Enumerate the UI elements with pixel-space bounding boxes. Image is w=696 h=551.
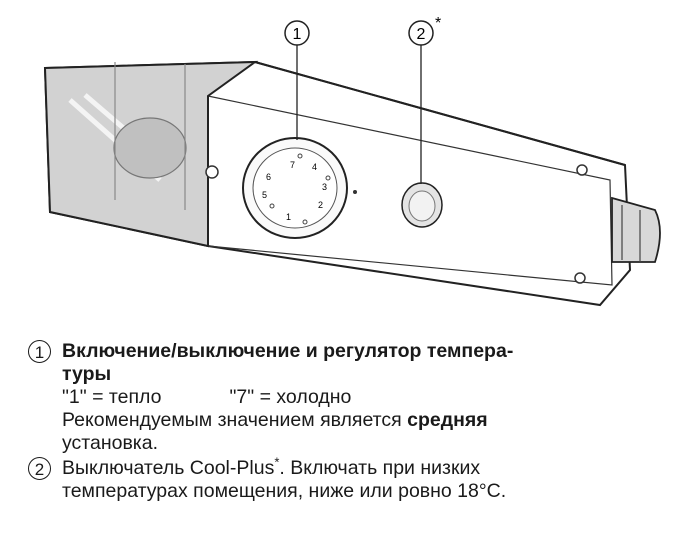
callout-2: 2 *	[408, 15, 441, 184]
panel-screw-hole	[205, 165, 219, 179]
dial-label: 3	[322, 182, 327, 192]
panel-top-edge	[254, 61, 626, 166]
dial-label: 7	[290, 160, 295, 170]
legend-item-1-title: Включение/выключение и регулятор темпера…	[62, 340, 678, 386]
legend-item-2: 2 Выключатель Cool-Plus*. Включать при н…	[28, 454, 678, 503]
dial-label: 6	[266, 172, 271, 182]
legend-recommend-text: Рекомендуемым значением является	[62, 409, 408, 431]
callout-2-number: 2	[417, 26, 426, 43]
panel-screw	[574, 272, 586, 284]
panel-dot	[353, 190, 357, 194]
cool-plus-button[interactable]	[401, 182, 443, 228]
legend-warm-value: "1" = тепло	[62, 386, 162, 408]
legend-item-1: 1 Включение/выключение и регулятор темпе…	[28, 340, 678, 455]
lamp-bulb	[113, 117, 187, 179]
legend: 1 Включение/выключение и регулятор темпе…	[28, 340, 678, 503]
dial-label: 5	[262, 190, 267, 200]
panel-screw	[576, 164, 588, 176]
legend-item-1-recommendation: Рекомендуемым значением является средняя…	[62, 409, 678, 455]
panel-inner-edge	[207, 95, 613, 286]
button-inner	[408, 190, 436, 222]
control-panel-diagram: 7 6 5 4 3 2 1 1 2 *	[43, 15, 661, 307]
legend-cold-value: "7" = холодно	[229, 386, 352, 408]
dial-tick	[325, 175, 331, 181]
dial-label: 4	[312, 162, 317, 172]
dial-tick	[269, 203, 275, 209]
legend-recommend-end: установка.	[62, 432, 159, 454]
lamp-socket	[114, 62, 186, 210]
dial-label: 1	[286, 212, 291, 222]
callout-1-number: 1	[293, 26, 302, 43]
legend-item-2-text: Выключатель Cool-Plus*. Включать при низ…	[62, 454, 678, 503]
legend-item-2-asterisk: *	[274, 454, 280, 470]
dial-face	[252, 147, 338, 229]
dial-tick	[302, 219, 308, 225]
legend-item-2-end: . Включать при низких	[279, 457, 481, 479]
legend-recommend-bold: средняя	[407, 409, 488, 431]
mounting-clip	[611, 196, 661, 263]
thermostat-dial[interactable]: 7 6 5 4 3 2 1	[242, 137, 348, 239]
dial-tick	[297, 153, 303, 159]
legend-item-2-number: 2	[28, 457, 51, 480]
legend-item-1-number: 1	[28, 340, 51, 363]
legend-item-1-range: "1" = тепло "7" = холодно	[62, 386, 678, 409]
legend-item-1-title-line1: Включение/выключение и регулятор темпера…	[62, 340, 514, 362]
legend-item-2-start: Выключатель Cool-Plus	[62, 457, 275, 479]
callout-1: 1	[284, 20, 310, 140]
legend-item-2-line2: температурах помещения, ниже или ровно 1…	[62, 480, 507, 502]
mounting-clip-detail	[621, 205, 641, 262]
callout-2-asterisk: *	[435, 15, 441, 32]
dial-label: 2	[318, 200, 323, 210]
legend-item-1-title-line2: туры	[62, 363, 112, 385]
